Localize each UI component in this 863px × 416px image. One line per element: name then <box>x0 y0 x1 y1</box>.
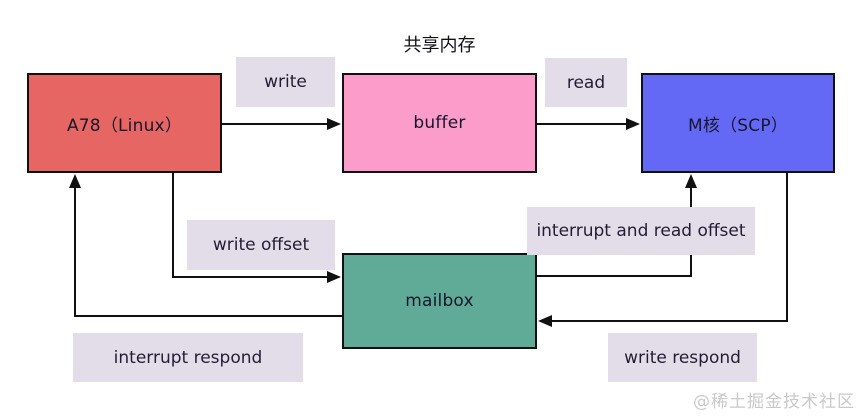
edge-label-write-respond: write respond <box>608 333 757 382</box>
edge-label-interrupt-respond: interrupt respond <box>73 333 303 382</box>
watermark: @稀土掘金技术社区 <box>693 392 855 412</box>
edge-label-write-offset: write offset <box>187 220 335 270</box>
edge-label-read: read <box>545 58 627 107</box>
edge-label-interrupt-and-read-offset: interrupt and read offset <box>527 207 755 255</box>
node-mailbox: mailbox <box>342 253 537 349</box>
diagram-title: 共享内存 <box>403 35 476 56</box>
node-mcore-scp: M核（SCP） <box>641 73 835 173</box>
edge-label-write: write <box>236 57 335 107</box>
node-a78-linux: A78（Linux） <box>27 73 222 173</box>
node-buffer: buffer <box>342 73 537 173</box>
edge-write-offset-arrow <box>172 172 341 283</box>
edge-write-respond-arrow <box>538 172 788 327</box>
edge-interrupt-respond-arrow <box>69 174 342 317</box>
